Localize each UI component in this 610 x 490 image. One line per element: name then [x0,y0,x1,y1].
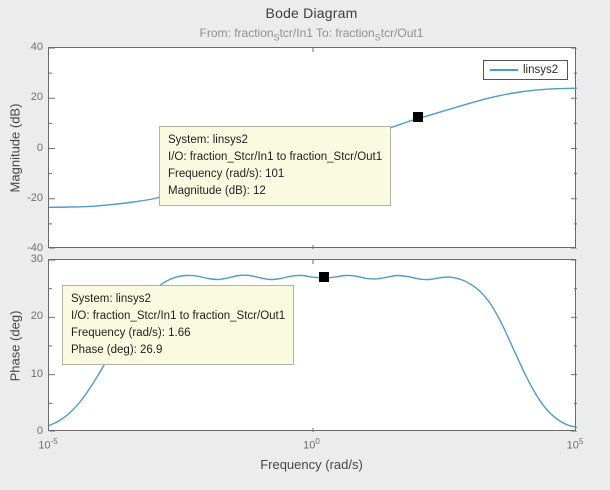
datatip-line: Phase (deg): 26.9 [71,344,163,356]
phase-datatip[interactable]: System: linsys2 I/O: fraction_Stcr/In1 t… [62,285,295,365]
legend-line-sample [490,69,518,71]
y-tick-label: 0 [36,141,43,154]
datatip-marker[interactable] [412,112,423,123]
y-tick-label: 20 [30,91,43,104]
x-tick-label: 10-5 [38,437,58,452]
x-tick-label: 105 [566,437,584,452]
legend-label: linsys2 [523,64,559,76]
frequency-axis-label: Frequency (rad/s) [260,457,363,472]
magnitude-datatip[interactable]: System: linsys2 I/O: fraction_Stcr/In1 t… [159,126,392,206]
page-title: Bode Diagram [265,5,358,21]
datatip-line: System: linsys2 [168,134,248,146]
y-tick-label: 20 [30,310,43,323]
datatip-line: Magnitude (dB): 12 [168,185,266,197]
y-tick-label: 0 [36,425,43,437]
datatip-line: Frequency (rad/s): 1.66 [71,327,191,339]
y-tick-label: -40 [27,242,43,254]
y-tick-label: 10 [30,367,43,380]
legend-box[interactable]: linsys2 [483,60,568,80]
axes-subtitle: From: fractionStcr/In1 To: fractionStcr/… [199,26,424,43]
y-tick-label: 30 [30,253,43,265]
x-tick-label: 100 [303,437,320,452]
datatip-line: I/O: fraction_Stcr/In1 to fraction_Stcr/… [168,151,383,163]
y-tick-label: -20 [27,191,43,204]
datatip-line: System: linsys2 [71,293,151,305]
y-tick-label: 40 [30,41,43,53]
datatip-line: Frequency (rad/s): 101 [168,168,285,180]
datatip-line: I/O: fraction_Stcr/In1 to fraction_Stcr/… [71,310,286,322]
datatip-marker[interactable] [318,271,329,282]
